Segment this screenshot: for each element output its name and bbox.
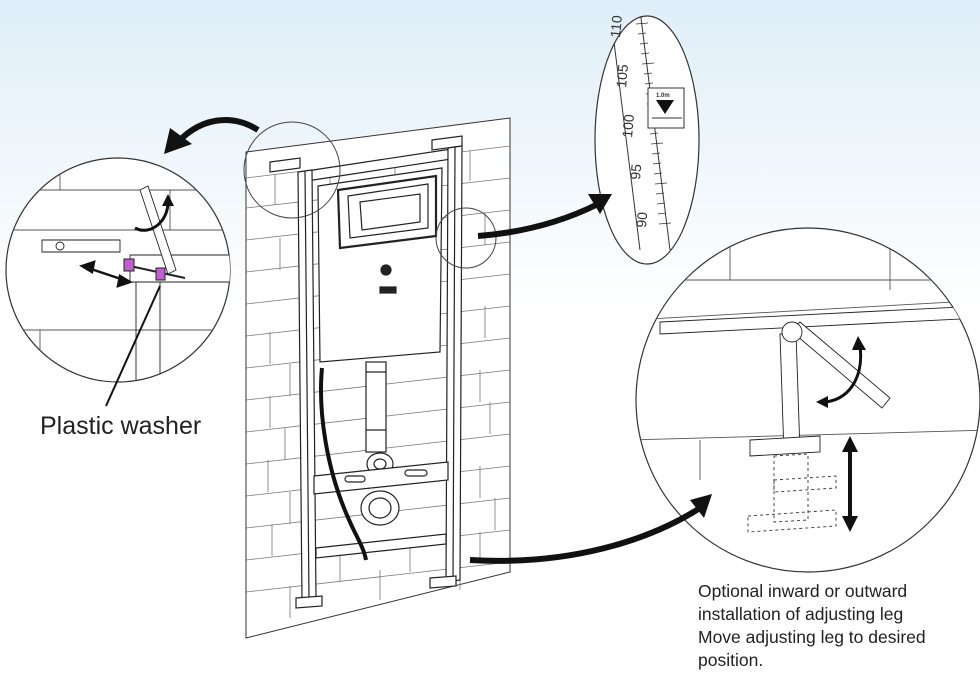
plastic-washer-label: Plastic washer: [40, 412, 202, 440]
note-line: installation of adjusting leg: [698, 604, 904, 624]
scale-tick-105: 105: [613, 63, 631, 88]
adjusting-leg-notes: Optional inward or outward installation …: [698, 580, 926, 672]
connector-arrows: [177, 116, 702, 564]
plastic-washer-part: [123, 258, 135, 272]
note-line: Move adjusting leg to desired: [698, 627, 926, 647]
note-line: Optional inward or outward: [698, 581, 908, 601]
detail-circle-top-left: [243, 121, 341, 219]
scale-marker-label: 1.0m: [656, 93, 670, 99]
scale-tick-95: 95: [627, 163, 644, 180]
height-scale-detail: 110 105 100 95 90 1.0m: [594, 14, 700, 265]
note-line: position.: [698, 650, 764, 670]
detail-circle-top-right: [435, 207, 497, 269]
installation-frame: [269, 135, 463, 609]
adjusting-leg-detail-circle: [635, 227, 980, 573]
scale-tick-110: 110: [607, 14, 625, 38]
washer-detail-circle: [5, 157, 231, 407]
scale-tick-90: 90: [633, 211, 650, 228]
scale-tick-100: 100: [619, 113, 637, 138]
